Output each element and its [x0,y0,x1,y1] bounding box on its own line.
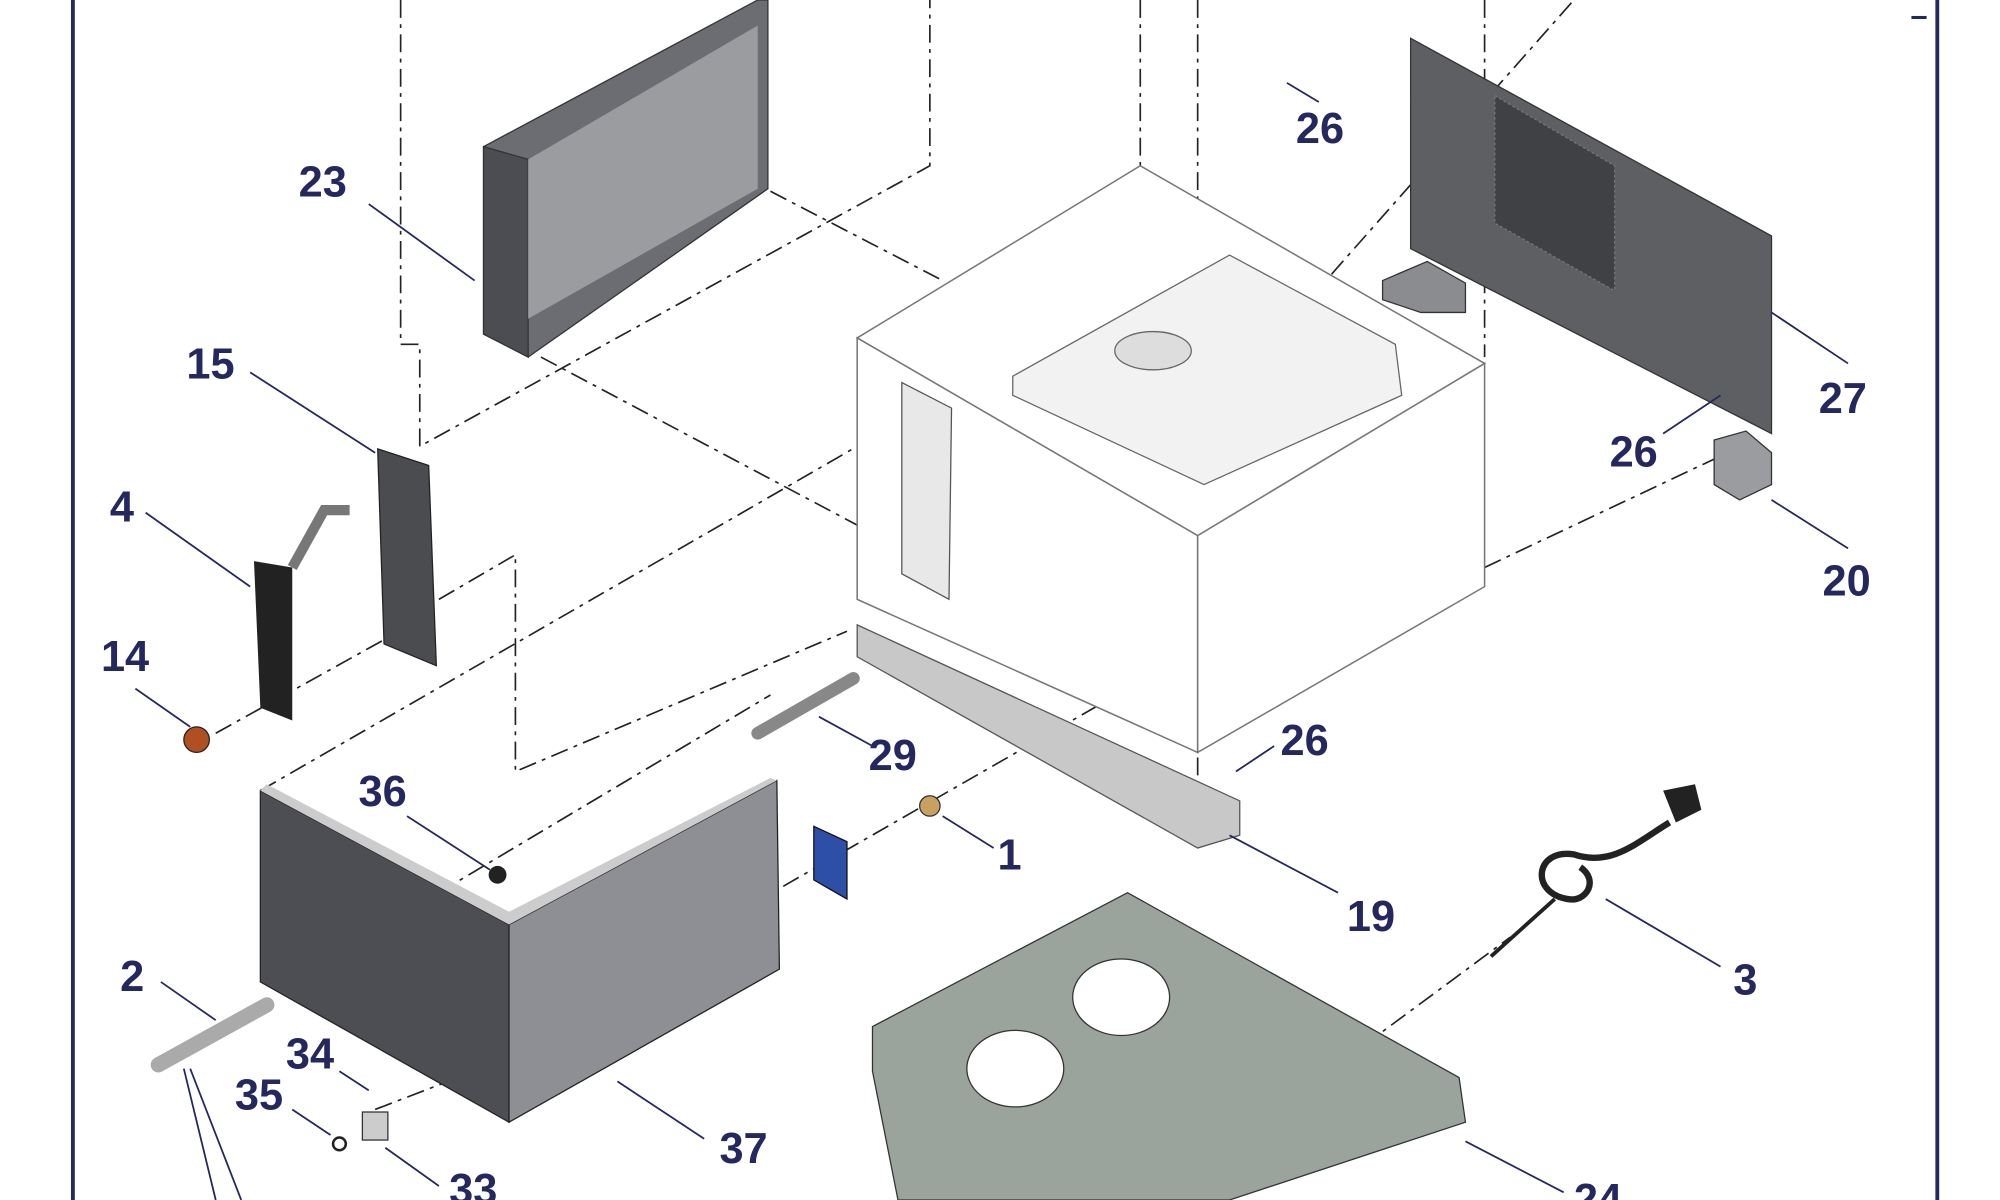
part-labels: 23 26 27 26 20 15 4 14 29 26 36 1 19 2 3… [101,105,1871,1200]
leader-lines [134,82,1849,1194]
oring-part-35 [331,1136,348,1152]
part-label-34: 34 [286,1031,334,1079]
membrane-part [253,504,350,721]
part-label-15: 15 [186,341,234,389]
control-panel-part [377,447,438,667]
blue-plate-part [813,825,848,901]
part-label-2: 2 [120,953,144,1001]
corner-mark: – [1911,0,1928,33]
probe-part-2 [150,997,275,1073]
bottom-cover-part [259,777,781,1124]
rear-panel-part [1409,37,1773,435]
side-panel-part [482,0,769,359]
power-cord-part [1489,784,1702,958]
part-label-26-top: 26 [1296,105,1344,153]
part-label-23: 23 [299,158,347,206]
part-label-1: 1 [997,832,1021,880]
part-label-4: 4 [110,484,134,532]
front-rail-part [856,623,1241,849]
part-label-3: 3 [1733,957,1757,1005]
part-label-29: 29 [869,732,917,780]
part-label-36: 36 [359,768,407,816]
switch-part-14 [183,726,210,754]
foot-part-20 [1713,430,1773,501]
base-tray-part [871,891,1467,1200]
part-label-19: 19 [1347,893,1395,941]
part-label-20: 20 [1823,558,1871,606]
rod-part [751,672,860,740]
part-label-37: 37 [719,1125,767,1173]
bracket-part [1381,260,1467,314]
part-label-24: 24 [1574,1176,1622,1200]
part-label-33: 33 [449,1166,497,1200]
main-unit [855,164,1487,754]
grommet-part-36 [488,865,507,884]
part-label-27: 27 [1819,375,1867,423]
fitting-part-33 [361,1111,389,1141]
part-label-26-right: 26 [1610,429,1658,477]
sensor-part-1 [919,795,941,817]
part-label-26-front: 26 [1281,717,1329,765]
part-label-14: 14 [101,633,149,681]
part-label-35: 35 [235,1071,283,1119]
